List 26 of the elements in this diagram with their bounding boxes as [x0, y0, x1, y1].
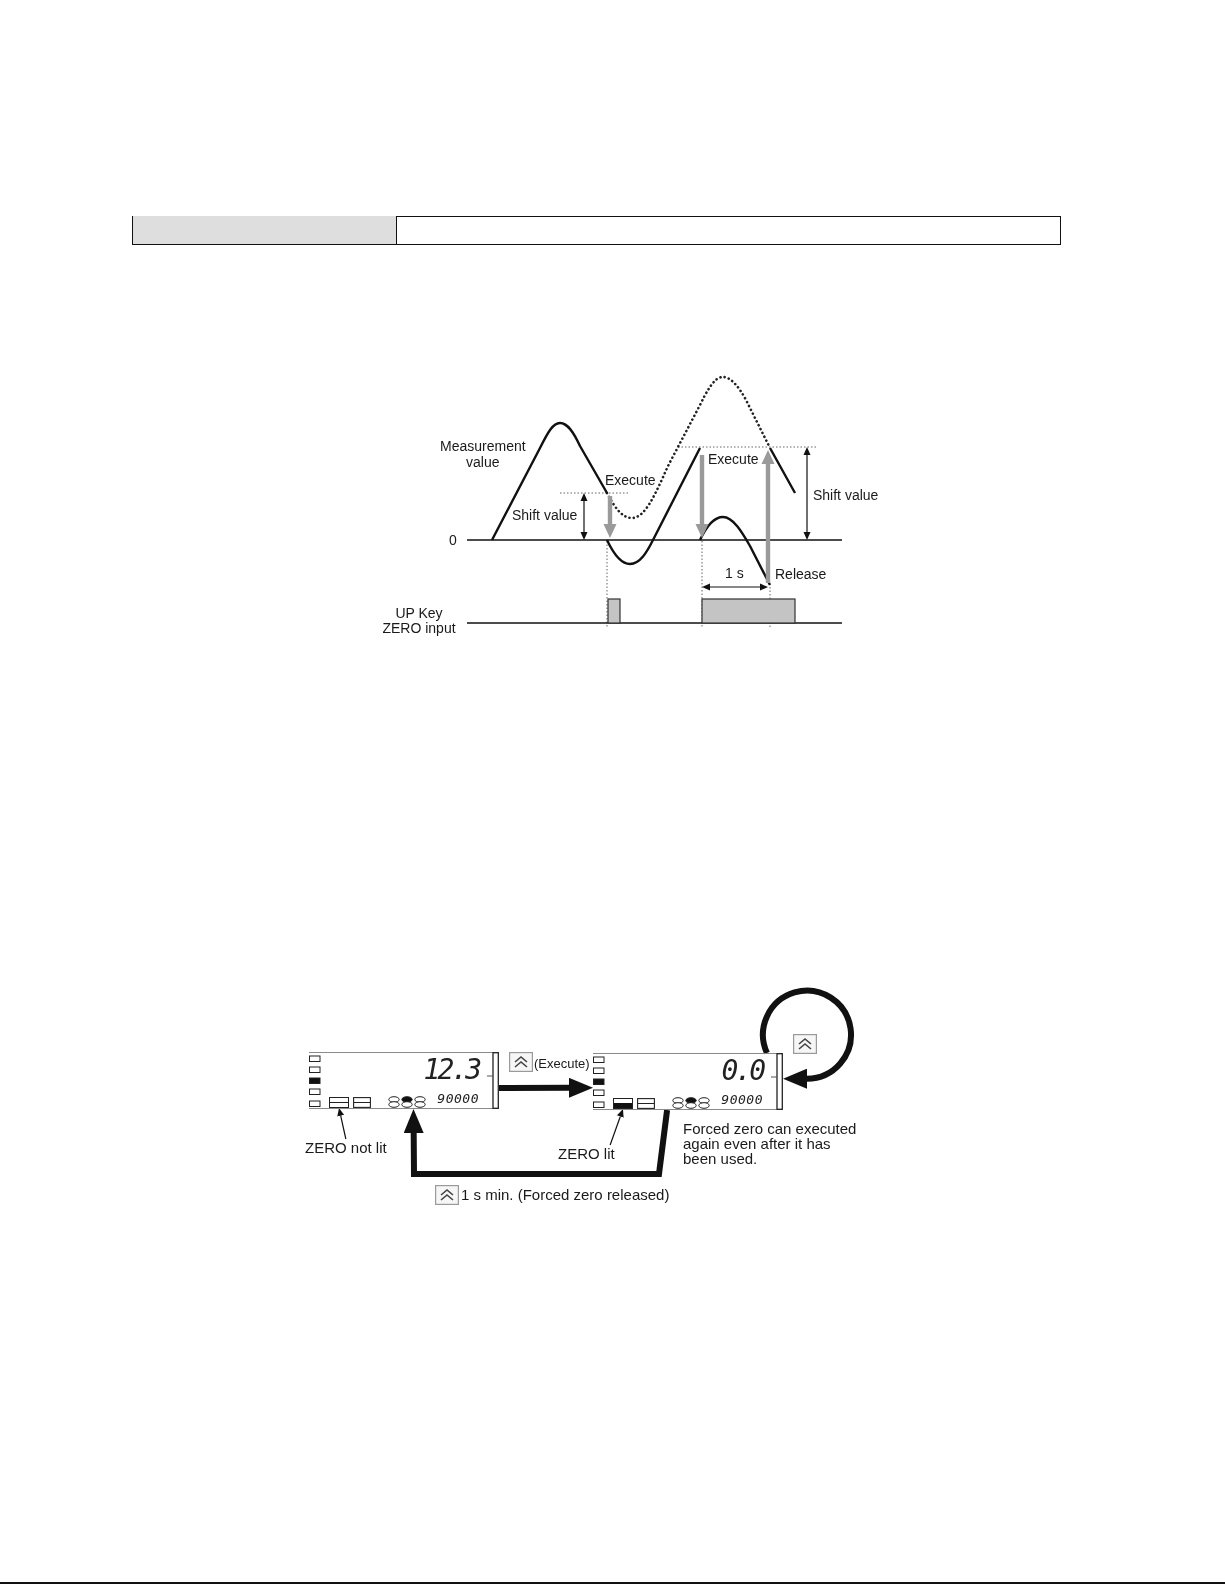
main-reading: 0.0 [721, 1057, 763, 1085]
annotation-label: Release [775, 566, 827, 582]
callout-label: ZERO lit [558, 1145, 615, 1162]
edge-label: 1 s min. (Forced zero released) [461, 1186, 670, 1203]
annotation-label: Execute [708, 451, 759, 467]
leader-line [609, 1109, 624, 1146]
axis-label: Measurement value [440, 438, 526, 470]
leader-line [337, 1108, 347, 1140]
dimension-label: 1 s [725, 565, 744, 581]
sub-reading: 90000 [721, 1093, 763, 1106]
annotation-label: Execute [605, 472, 656, 488]
loop-arrow [760, 987, 854, 1089]
axis-label: 0 [449, 532, 457, 548]
sub-reading: 90000 [437, 1092, 479, 1105]
lcd-display [309, 1052, 499, 1109]
main-reading: 12.3 [423, 1056, 479, 1084]
dimension-label: Shift value [512, 507, 578, 523]
arrow [499, 1077, 593, 1098]
callout-label: ZERO not lit [305, 1139, 387, 1156]
indicator-segment [613, 1098, 633, 1109]
arrow [403, 1109, 671, 1177]
dimension-label: Shift value [813, 487, 879, 503]
axis-label: UP Key ZERO input [381, 606, 457, 636]
lcd-display [593, 1053, 783, 1110]
indicator-segment [329, 1097, 349, 1108]
note-text: Forced zero can executed again even after it has been used. [683, 1121, 858, 1166]
